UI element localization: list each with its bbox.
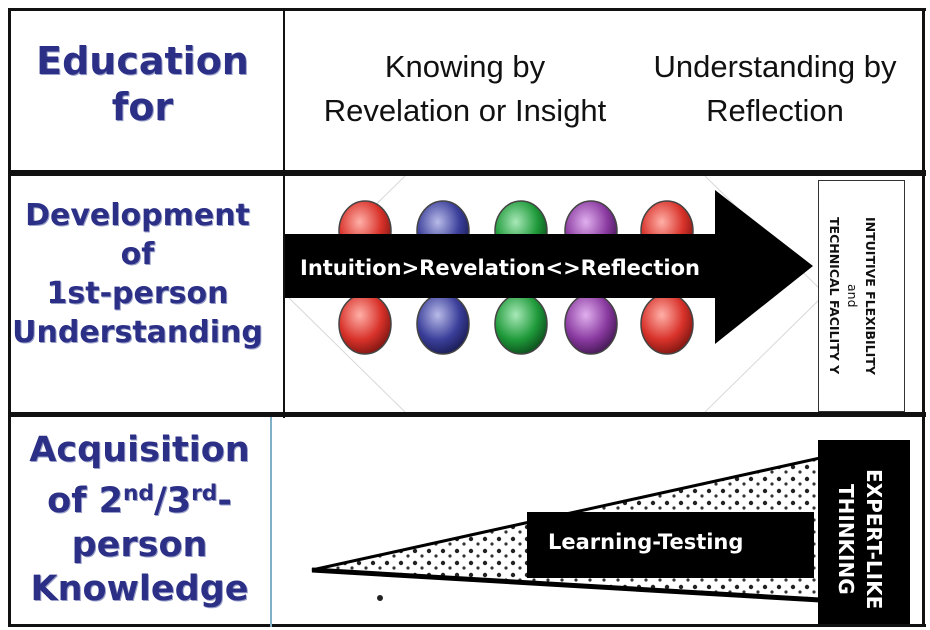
learning-testing-label: [527, 512, 814, 578]
row2-label: Acquisition of 2nd/3rd- person Knowledge: [2, 428, 277, 611]
row1-label-line-3: 1st-person: [46, 276, 229, 311]
row2-label-nd: nd: [122, 481, 154, 506]
column-divider: [283, 8, 285, 418]
learning-testing-text: Learning-Testing: [548, 530, 744, 554]
corner-label-line-1: Education: [36, 39, 249, 83]
row2-label-slash: /3: [153, 480, 192, 521]
flexibility-box: INTUITIVE FLEXIBILITY and TECHNICAL FACI…: [818, 180, 905, 412]
expert-line-2: THINKING: [834, 483, 858, 595]
corner-label-line-2: for: [111, 85, 174, 129]
right-border: [922, 8, 925, 627]
flexibility-line-3: TECHNICAL FACILITY Y: [827, 217, 842, 375]
intuition-arrow-text: Intuition>Revelation<>Reflection: [300, 256, 700, 280]
row2-label-rd: rd: [191, 481, 218, 506]
row1-label-line-4: Understanding: [12, 315, 263, 350]
expert-line-1: EXPERT-LIKE: [862, 468, 886, 610]
row1-label: Development of 1st-person Understanding: [0, 196, 275, 352]
column-header-knowing-line-1: Knowing by: [384, 49, 546, 84]
row2-label-line-3: person: [71, 524, 208, 565]
flexibility-box-text: INTUITIVE FLEXIBILITY and TECHNICAL FACI…: [825, 187, 879, 405]
bottom-border: [8, 624, 926, 627]
row2-label-dash: -: [217, 480, 232, 521]
flexibility-line-1: INTUITIVE FLEXIBILITY: [863, 217, 878, 375]
corner-label: Education for: [5, 38, 280, 130]
row2-label-line-2: of 2nd/3rd-: [2, 472, 277, 523]
stray-dot: [377, 595, 383, 601]
row1-label-line-2: of: [120, 237, 155, 272]
row-divider-2: [8, 412, 926, 417]
row2-label-of: of 2: [47, 480, 123, 521]
row1-label-line-1: Development: [25, 198, 250, 233]
column-header-understanding: Understanding by Reflection: [640, 45, 910, 133]
expert-box-text: EXPERT-LIKE THINKING: [832, 464, 888, 614]
row-divider-1: [8, 170, 926, 176]
column-header-knowing-line-2: Revelation or Insight: [323, 93, 607, 128]
left-border: [8, 8, 11, 627]
intuition-arrow-illustration: [285, 176, 825, 412]
top-border: [8, 8, 926, 11]
column-header-understanding-line-1: Understanding by: [653, 49, 897, 84]
flexibility-line-2: and: [845, 284, 860, 308]
row2-label-line-1: Acquisition: [29, 430, 250, 470]
black-arrow-shape: [285, 190, 813, 344]
row2-label-line-4: Knowledge: [30, 568, 249, 609]
expert-box: EXPERT-LIKE THINKING: [818, 440, 910, 624]
wedge-stroke-lower: [311, 567, 821, 603]
column-divider-lower: [270, 417, 272, 627]
column-header-knowing: Knowing by Revelation or Insight: [310, 45, 620, 133]
column-header-understanding-line-2: Reflection: [706, 93, 844, 128]
